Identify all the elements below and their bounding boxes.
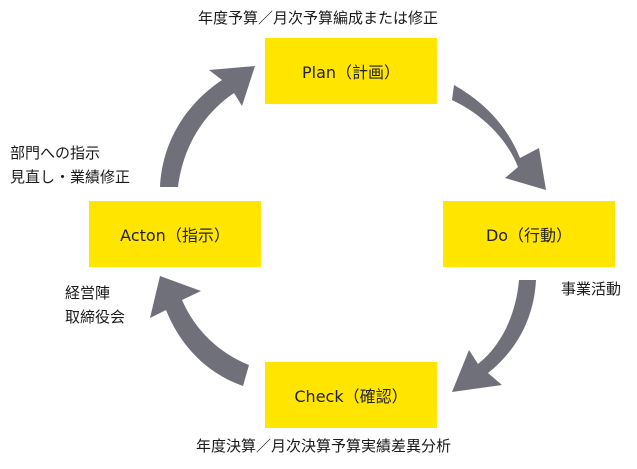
do-label: Do（行動）: [485, 226, 573, 245]
arrow-do-to-check: [452, 280, 536, 392]
act-annotation-lower-line-2: 取締役会: [65, 308, 126, 326]
plan-label: Plan（計画）: [301, 63, 401, 82]
act-label: Acton（指示）: [120, 226, 230, 245]
act-box: Acton（指示）: [89, 201, 261, 267]
act-annotation-upper-line-1: 部門への指示: [10, 144, 101, 162]
plan-annotation: 年度予算／月次予算編成または修正: [198, 9, 439, 27]
arrow-check-to-act: [150, 276, 249, 386]
check-box: Check（確認）: [265, 362, 437, 428]
plan-box: Plan（計画）: [265, 38, 437, 104]
check-label: Check（確認）: [294, 387, 408, 406]
act-annotation-lower: 経営陣 取締役会: [65, 281, 125, 329]
arrow-plan-to-do: [452, 85, 546, 190]
do-box: Do（行動）: [443, 201, 615, 267]
arrow-act-to-plan: [160, 66, 255, 187]
act-annotation-upper: 部門への指示 見直し・業績修正: [10, 141, 130, 189]
check-annotation: 年度決算／月次決算予算実績差異分析: [196, 437, 452, 455]
do-annotation: 事業活動: [561, 280, 622, 298]
act-annotation-lower-line-1: 経営陣: [65, 284, 111, 302]
act-annotation-upper-line-2: 見直し・業績修正: [10, 168, 131, 186]
